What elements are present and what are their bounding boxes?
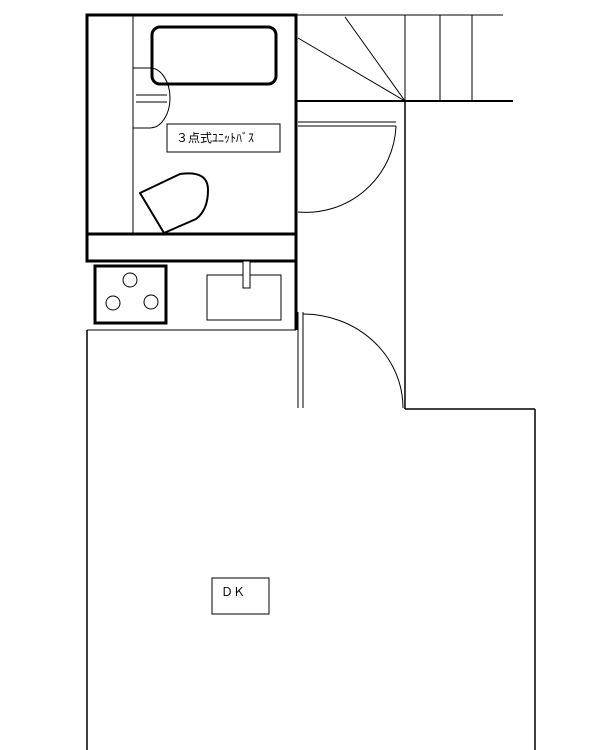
kitchen-faucet: [242, 260, 251, 289]
stair-diagonal-1: [344, 16, 406, 102]
bath-door-swing-arc: [297, 125, 397, 213]
bathtub: [150, 25, 278, 86]
doors: [297, 121, 404, 409]
bath-label-text: ３点式ﾕﾆｯﾄﾊﾞｽ: [176, 131, 254, 145]
bathroom-outline: [85, 13, 298, 263]
kitchen-counter: [87, 260, 298, 331]
dk-walls: [86, 101, 536, 750]
dk-label-text: ＤＫ: [221, 585, 245, 599]
bath-label-box: [166, 123, 281, 153]
stair-diagonal-2: [297, 37, 406, 102]
toilet: [139, 172, 209, 234]
dk-door-swing-arc: [302, 313, 404, 409]
stove-burner-left: [105, 295, 121, 311]
dk-label-box: [211, 577, 270, 615]
stove-burner-top: [122, 272, 138, 288]
bathroom-block: [85, 13, 298, 263]
dk-label: ＤＫ: [211, 577, 270, 615]
stove: [93, 264, 168, 325]
bath-washbasin: [133, 67, 171, 129]
stairs: [296, 14, 513, 102]
bath-label: ３点式ﾕﾆｯﾄﾊﾞｽ: [166, 123, 281, 153]
stove-burner-right: [143, 294, 159, 310]
